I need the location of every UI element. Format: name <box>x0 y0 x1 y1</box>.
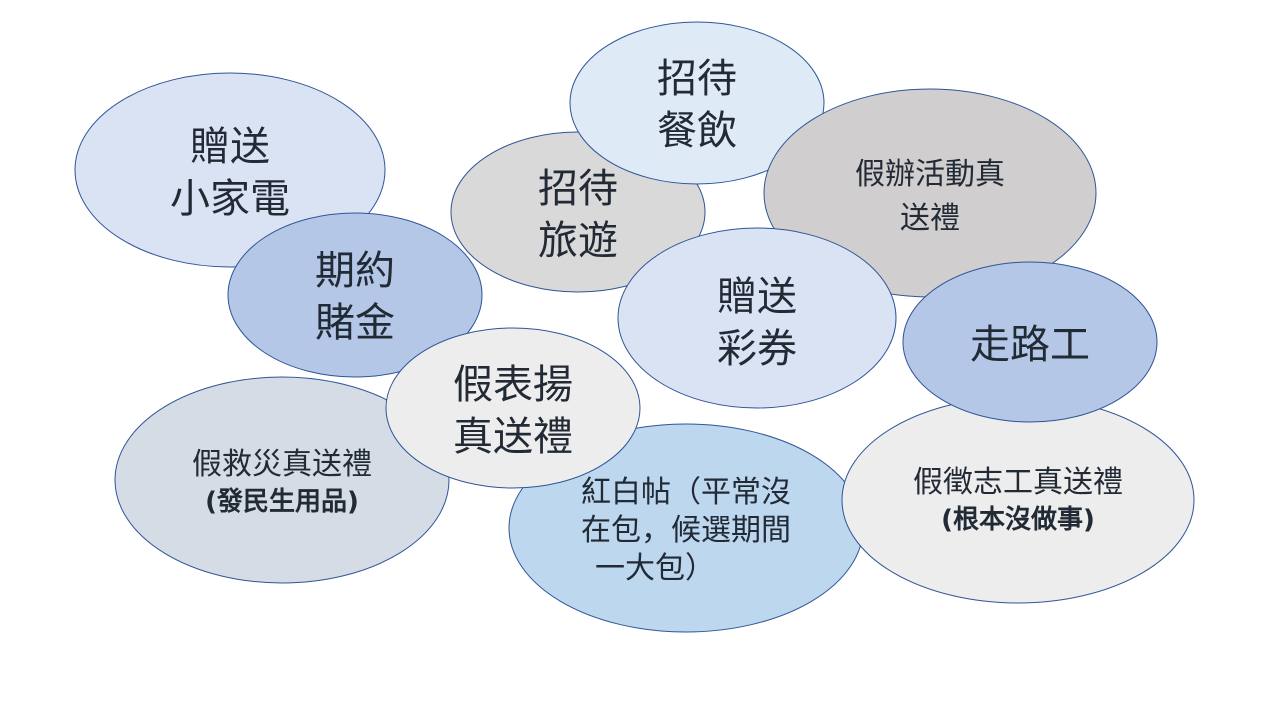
bubble-shape <box>902 261 1158 423</box>
bubble-label: 假表揚 <box>453 362 573 408</box>
bubble-label: 真送禮 <box>453 414 573 460</box>
bubble-fake-volunteer: 假徵志工真送禮 (根本沒做事) <box>841 396 1195 604</box>
bubble-shape <box>114 376 450 584</box>
bubble-label: 贈送 <box>190 124 270 170</box>
bubble-shape <box>385 327 641 489</box>
bubble-label: (發民生用品) <box>205 487 359 517</box>
bubble-red-white-cards: 紅白帖（平常沒 在包，候選期間 一大包） <box>508 423 864 633</box>
bubble-lottery: 贈送 彩券 <box>617 227 897 409</box>
bubble-gambling-money: 期約 賭金 <box>227 212 483 378</box>
bubble-label: 走路工 <box>970 322 1090 368</box>
bubble-label: 贈送 <box>717 274 797 320</box>
bubble-label: 期約 <box>315 248 395 294</box>
bubble-label: (根本沒做事) <box>941 505 1095 535</box>
bubble-label: 招待 <box>657 56 737 102</box>
bubble-label: 彩券 <box>717 326 797 372</box>
bubble-label: 假徵志工真送禮 <box>913 465 1123 500</box>
bubble-label: 餐飲 <box>657 108 737 154</box>
bubble-shape <box>227 212 483 378</box>
bubble-label: 招待 <box>538 166 618 212</box>
bubble-shape <box>617 227 897 409</box>
bubble-label: 贈送 <box>190 124 270 170</box>
bubble-label: 假救災真送禮 <box>192 447 372 482</box>
bubble-label: 紅白帖（平常沒 <box>581 475 791 510</box>
bubble-dining: 招待 餐飲 <box>569 21 825 185</box>
bubble-label: 在包，候選期間 <box>581 513 791 548</box>
bubble-shape <box>569 21 825 185</box>
bubble-label: 小家電 <box>170 176 290 222</box>
bubble-shape <box>841 396 1195 604</box>
bubble-label: 賭金 <box>315 300 395 346</box>
bubble-label: 旅遊 <box>538 218 618 264</box>
bubble-fake-relief: 假救災真送禮 (發民生用品) <box>114 376 450 584</box>
bubble-label: 小家電 <box>170 176 290 222</box>
bubble-fake-commendation: 假表揚 真送禮 <box>385 327 641 489</box>
bubble-label: 一大包） <box>595 551 715 586</box>
bubble-walking-money: 走路工 <box>902 261 1158 423</box>
bubble-label: 送禮 <box>900 201 960 236</box>
bubble-label: 假辦活動真 <box>855 157 1005 192</box>
